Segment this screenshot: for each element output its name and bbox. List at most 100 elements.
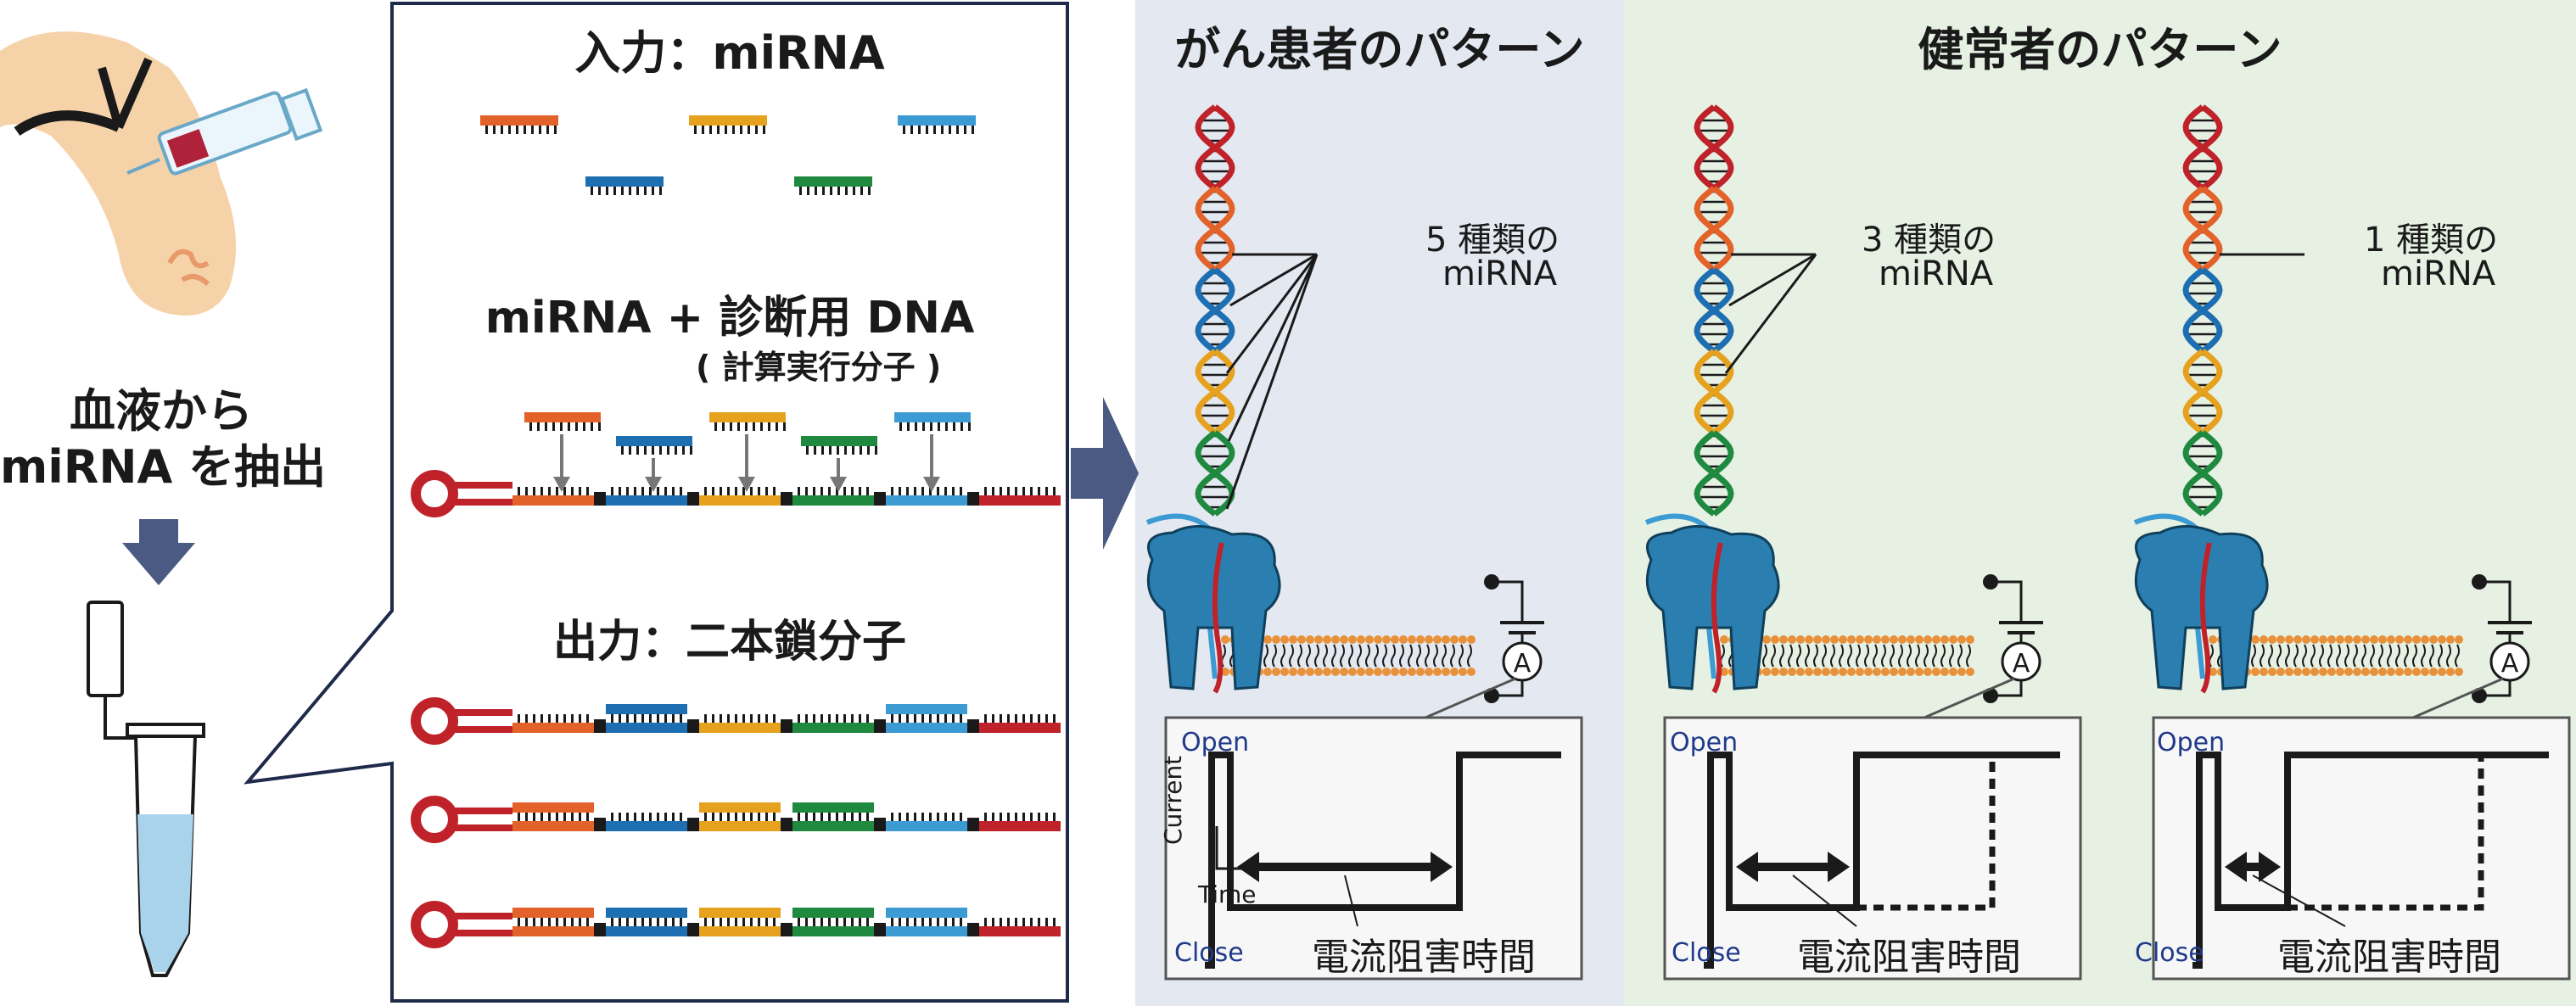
healthy1-lipid-head xyxy=(1830,635,1839,644)
strand-tooth xyxy=(899,422,902,431)
segment-gap xyxy=(594,719,606,733)
healthy1-duration-arrow-head xyxy=(1828,852,1850,882)
cancer-lipid-head xyxy=(1263,668,1272,676)
cancer-lipid-head xyxy=(1365,668,1374,676)
healthy1-lipid-head xyxy=(1720,635,1728,644)
hairpin-stem xyxy=(451,808,512,814)
healthy1-count-label2: miRNA xyxy=(1879,254,1994,293)
template-tooth xyxy=(914,487,916,495)
bind-arrow-head xyxy=(830,477,847,492)
healthy1-lipid-head xyxy=(1949,635,1957,644)
strand-tooth xyxy=(552,422,555,431)
template-segment xyxy=(979,821,1061,831)
strand-tooth xyxy=(613,187,616,195)
bound-mirna-blue xyxy=(606,908,687,918)
segment-gap xyxy=(781,818,792,831)
healthy1-lipid-tail xyxy=(1762,644,1767,668)
strand-tooth xyxy=(953,422,955,431)
healthy2-lipid-head xyxy=(2395,635,2404,644)
cancer-lipid-head xyxy=(1374,668,1382,676)
template-tooth xyxy=(820,714,823,723)
cancer-lipid-head xyxy=(1442,635,1450,644)
template-tooth xyxy=(649,487,652,495)
cancer-lipid-head xyxy=(1467,635,1476,644)
template-tooth xyxy=(579,813,581,821)
strand-tooth xyxy=(575,422,578,431)
healthy1-lipid-tail xyxy=(1805,644,1810,668)
template-tooth xyxy=(813,487,815,495)
template-tooth xyxy=(758,487,760,495)
template-tooth xyxy=(899,714,901,723)
strand-tooth xyxy=(644,446,647,455)
cancer-annotation-line xyxy=(1227,254,1319,442)
template-tooth xyxy=(773,487,776,495)
syringe-blood xyxy=(166,129,210,168)
template-tooth xyxy=(649,714,652,723)
template-tooth xyxy=(937,918,939,926)
template-tooth xyxy=(828,813,831,821)
cancer-lipid-head xyxy=(1289,635,1297,644)
template-tooth xyxy=(540,813,543,821)
cancer-lipid-tail xyxy=(1323,644,1328,668)
template-tooth xyxy=(828,487,831,495)
strand-tooth xyxy=(867,446,870,455)
healthy1-lipid-head xyxy=(1805,635,1813,644)
healthy1-lipid-head xyxy=(1907,635,1915,644)
cancer-lipid-head xyxy=(1314,668,1323,676)
template-tooth xyxy=(1053,487,1056,495)
strand-tooth xyxy=(629,446,631,455)
cancer-axis-legend xyxy=(1215,826,1259,870)
healthy1-lipid-head xyxy=(1847,668,1856,676)
template-tooth xyxy=(836,714,838,723)
cancer-lipid-tail xyxy=(1357,644,1362,668)
healthy1-lipid-head xyxy=(1881,635,1890,644)
healthy2-lipid-head xyxy=(2412,668,2421,676)
healthy2-lipid-tail xyxy=(2310,644,2316,668)
template-tooth xyxy=(672,918,675,926)
template-tooth xyxy=(843,918,846,926)
cancer-lipid-head xyxy=(1314,635,1323,644)
template-tooth xyxy=(742,714,745,723)
template-tooth xyxy=(720,487,722,495)
strand-tooth xyxy=(524,126,526,134)
healthy1-lipid-tail xyxy=(1924,644,1929,668)
template-tooth xyxy=(805,487,808,495)
segment-gap xyxy=(687,818,699,831)
template-tooth xyxy=(866,813,869,821)
healthy1-lipid-tail xyxy=(1932,644,1937,668)
template-tooth xyxy=(626,714,629,723)
healthy1-signal-box xyxy=(1663,716,2082,981)
healthy1-lipid-head xyxy=(1771,635,1779,644)
template-tooth xyxy=(944,487,947,495)
healthy2-lipid-head xyxy=(2319,635,2327,644)
template-tooth xyxy=(906,918,909,926)
template-tooth xyxy=(704,813,707,821)
input-mirna-light_blue xyxy=(898,115,976,134)
template-tooth xyxy=(619,918,621,926)
cancer-lipid-head xyxy=(1399,635,1408,644)
bind-arrow-head xyxy=(923,477,940,492)
healthy1-lipid-head xyxy=(1796,668,1805,676)
healthy2-helix-strand xyxy=(2182,349,2223,435)
healthy1-lipid-head xyxy=(1932,668,1940,676)
template-tooth xyxy=(735,918,737,926)
template-tooth xyxy=(548,813,551,821)
cancer-lipid-tail xyxy=(1314,644,1319,668)
template-tooth xyxy=(672,487,675,495)
healthy1-lipid-head xyxy=(1924,635,1932,644)
healthy1-count-label: 3 種類の xyxy=(1862,221,1996,260)
syringe-plunger xyxy=(279,87,323,142)
strand-body xyxy=(480,115,558,126)
cancer-current-trace xyxy=(1205,752,1561,969)
cancer-lipid-head xyxy=(1340,668,1348,676)
strand-tooth xyxy=(485,126,488,134)
template-tooth xyxy=(680,714,682,723)
template-tooth xyxy=(518,487,520,495)
template-tooth xyxy=(680,487,682,495)
strand-tooth xyxy=(755,126,758,134)
template-tooth xyxy=(960,714,962,723)
healthy2-lipid-tail xyxy=(2251,644,2256,668)
template-tooth xyxy=(657,918,659,926)
tube-rim xyxy=(126,723,205,738)
input-title: 入力：miRNA xyxy=(574,26,885,80)
